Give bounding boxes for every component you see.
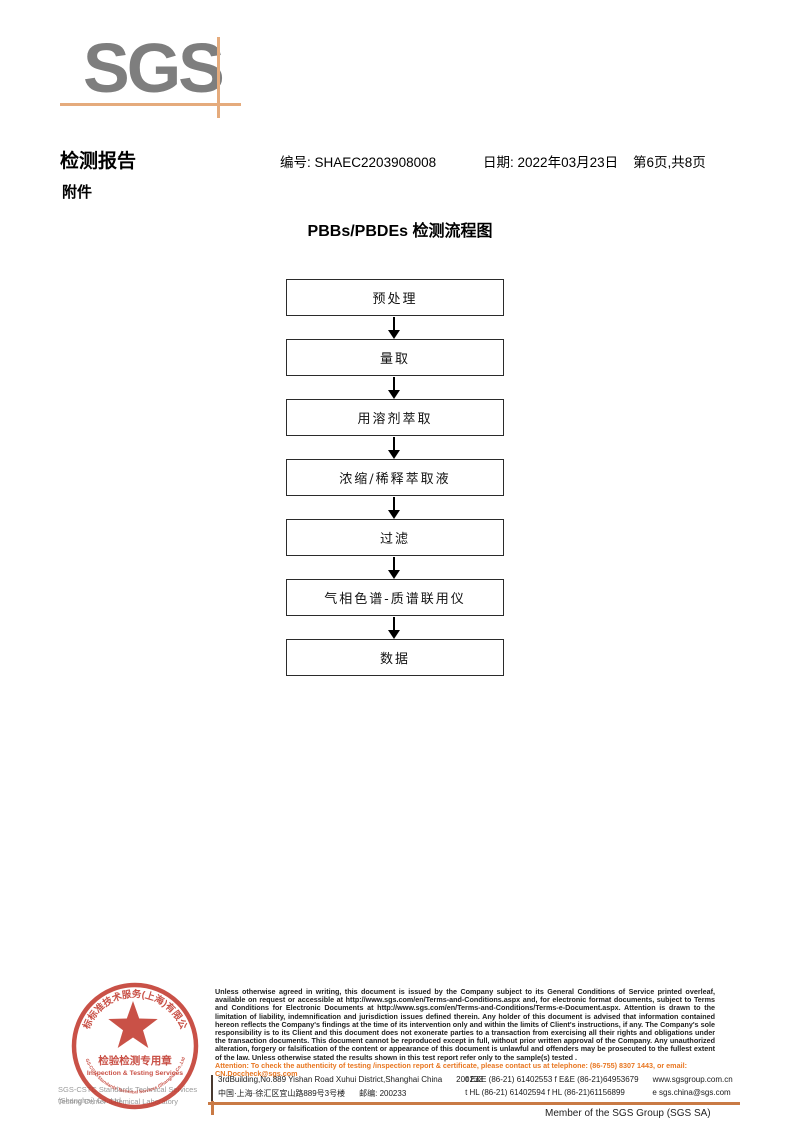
address-en: 3rdBuilding,No.889 Yishan Road Xuhui Dis…: [218, 1075, 483, 1084]
flow-step-filter: 过滤: [286, 519, 504, 556]
svg-text:Inspection & Testing Services: Inspection & Testing Services: [87, 1070, 183, 1077]
flow-step-gcms: 气相色谱-质谱联用仪: [286, 579, 504, 616]
star-icon: [108, 1001, 158, 1048]
report-number-value: SHAEC2203908008: [314, 155, 437, 170]
footer-horizontal-line: [208, 1102, 740, 1105]
phone-fax-row1: t E&E (86-21) 61402553 f E&E (86-21)6495…: [466, 1075, 639, 1084]
arrow-down-icon: [387, 377, 401, 400]
address-block: 3rdBuilding,No.889 Yishan Road Xuhui Dis…: [211, 1075, 744, 1101]
arrow-down-icon: [387, 317, 401, 340]
logo-vertical-line: [217, 37, 220, 118]
report-date-value: 2022年03月23日: [517, 155, 619, 170]
inspection-seal-stamp: 通标标准技术服务(上海)有限公司 SGS-CSTC Standards Tech…: [56, 980, 199, 1110]
report-date: 日期: 2022年03月23日: [483, 151, 618, 171]
company-name-gray: SGS-CSTC Standards Technical Services (S…: [58, 1085, 198, 1105]
attachment-label: 附件: [62, 184, 93, 201]
email: e sgs.china@sgs.com: [652, 1088, 731, 1097]
flow-step-measure: 量取: [286, 339, 504, 376]
address-row-cn: 中国·上海·徐汇区宜山路889号3号楼邮编: 200233 t HL (86-2…: [218, 1088, 744, 1101]
flow-step-concentrate-dilute: 浓缩/稀释萃取液: [286, 459, 504, 496]
arrow-down-icon: [387, 437, 401, 460]
sgs-member-text: Member of the SGS Group (SGS SA): [545, 1108, 711, 1119]
attention-notice: Attention: To check the authenticity of …: [215, 1061, 687, 1079]
postcode-en: 200233: [456, 1075, 483, 1084]
phone-fax-row2: t HL (86-21) 61402594 f HL (86-21)611568…: [465, 1088, 625, 1097]
postcode-cn: 邮编: 200233: [359, 1089, 407, 1098]
logo-horizontal-line: [60, 103, 241, 106]
flow-step-data: 数据: [286, 639, 504, 676]
footer-vertical-line: [211, 1101, 214, 1115]
arrow-down-icon: [387, 497, 401, 520]
website: www.sgsgroup.com.cn: [652, 1075, 733, 1084]
flow-step-pretreatment: 预处理: [286, 279, 504, 316]
legal-disclaimer: Unless otherwise agreed in writing, this…: [215, 987, 715, 1062]
lab-name-gray: Testing Center-Chemical Laboratory: [58, 1097, 179, 1106]
arrow-down-icon: [387, 557, 401, 580]
report-number-label: 编号:: [280, 155, 311, 170]
svg-text:检验检测专用章: 检验检测专用章: [98, 1054, 172, 1067]
report-number: 编号: SHAEC2203908008: [280, 151, 436, 171]
report-date-label: 日期:: [483, 155, 514, 170]
address-row-en: 3rdBuilding,No.889 Yishan Road Xuhui Dis…: [218, 1075, 744, 1088]
flow-step-solvent-extraction: 用溶剂萃取: [286, 399, 504, 436]
flowchart-title: PBBs/PBDEs 检测流程图: [307, 223, 493, 240]
page-title: 检测报告: [60, 151, 137, 172]
page-indicator: 第6页,共8页: [633, 155, 706, 170]
sgs-logo: SGS: [83, 29, 225, 107]
arrow-down-icon: [387, 617, 401, 640]
address-cn: 中国·上海·徐汇区宜山路889号3号楼邮编: 200233: [218, 1089, 407, 1098]
